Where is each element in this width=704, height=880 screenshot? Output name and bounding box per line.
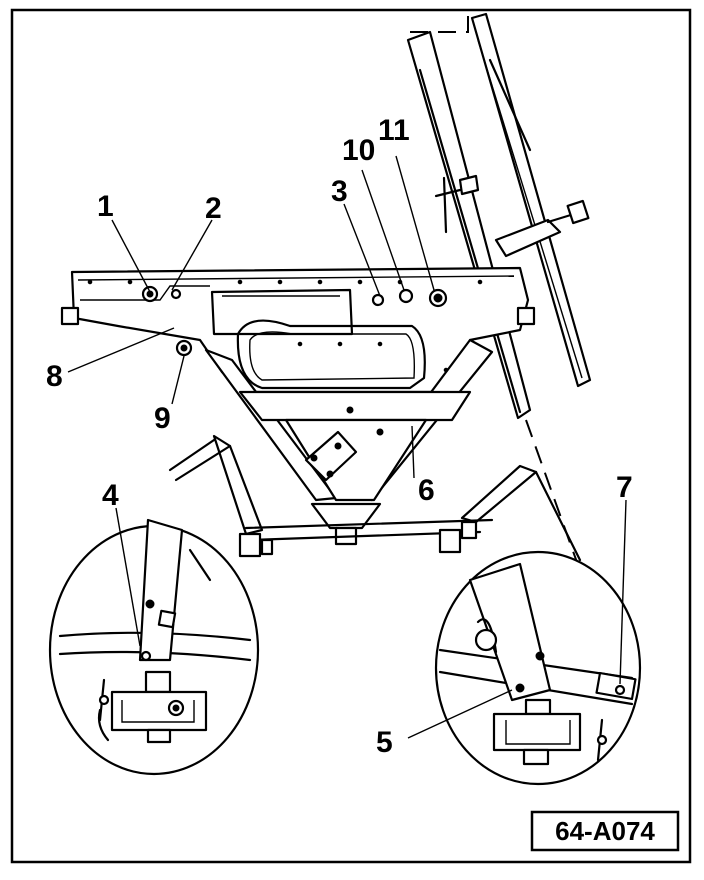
callout-7: 7 [616,471,633,504]
lift-arm-bracket [434,174,590,258]
callout-11: 11 [378,114,410,147]
diagram-border [10,8,692,864]
callout-labels: 1 2 3 4 5 6 7 8 9 10 11 [46,114,633,759]
callout-5: 5 [376,726,393,759]
reference-code: 64-A074 [555,816,655,846]
callout-9: 9 [154,402,171,435]
detail-view-left [48,518,260,776]
leader-lines [67,155,627,739]
callout-2: 2 [205,192,222,225]
callout-1: 1 [97,190,114,223]
door-frame-panel [60,266,536,546]
reference-code-box: 64-A074 [530,810,680,852]
callout-8: 8 [46,360,63,393]
callout-10: 10 [342,134,375,167]
detail-view-right [434,550,642,786]
dashed-guide-top [410,14,469,33]
lower-support-frame [168,434,582,562]
callout-4: 4 [102,479,119,512]
callout-6: 6 [418,474,435,507]
rivet-row [87,279,483,373]
callout-3: 3 [331,175,348,208]
